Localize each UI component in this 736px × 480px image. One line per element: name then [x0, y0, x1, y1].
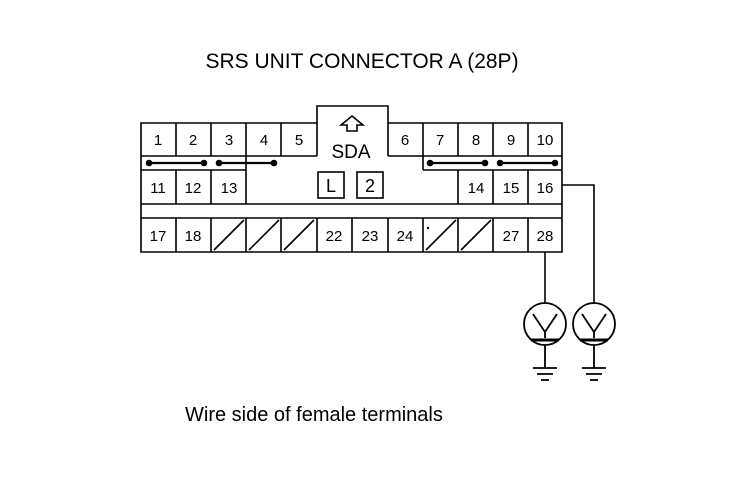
terminal-5: 5	[295, 132, 303, 149]
diagram-caption: Wire side of female terminals	[185, 404, 443, 426]
terminal-4: 4	[260, 132, 268, 149]
diagram-title: SRS UNIT CONNECTOR A (28P)	[205, 50, 519, 73]
shorting-bars	[145, 159, 559, 167]
voltmeter-icon	[523, 302, 567, 381]
terminal-1: 1	[154, 132, 162, 149]
terminal-10: 10	[537, 132, 554, 149]
terminal-22: 22	[326, 228, 343, 245]
key-label-2: 2	[365, 176, 375, 196]
terminal-7: 7	[436, 132, 444, 149]
terminal-15: 15	[503, 180, 520, 197]
terminal-6: 6	[401, 132, 409, 149]
terminal-28: 28	[537, 228, 554, 245]
terminal-18: 18	[185, 228, 202, 245]
terminal-14: 14	[468, 180, 485, 197]
terminal-13: 13	[221, 180, 238, 197]
connector-marking: SDA	[331, 142, 370, 163]
terminal-17: 17	[150, 228, 167, 245]
terminal-11: 11	[150, 180, 166, 197]
terminal-2: 2	[189, 132, 197, 149]
terminal-24: 24	[397, 228, 414, 245]
key-label-l: L	[326, 176, 336, 196]
terminal-8: 8	[472, 132, 480, 149]
test-wiring	[544, 184, 595, 303]
terminal-16: 16	[537, 180, 554, 197]
terminal-27: 27	[503, 228, 520, 245]
terminal-12: 12	[185, 180, 202, 197]
terminal-3: 3	[225, 132, 233, 149]
terminal-23: 23	[362, 228, 379, 245]
terminal-9: 9	[507, 132, 515, 149]
voltmeter-icon	[572, 302, 616, 381]
